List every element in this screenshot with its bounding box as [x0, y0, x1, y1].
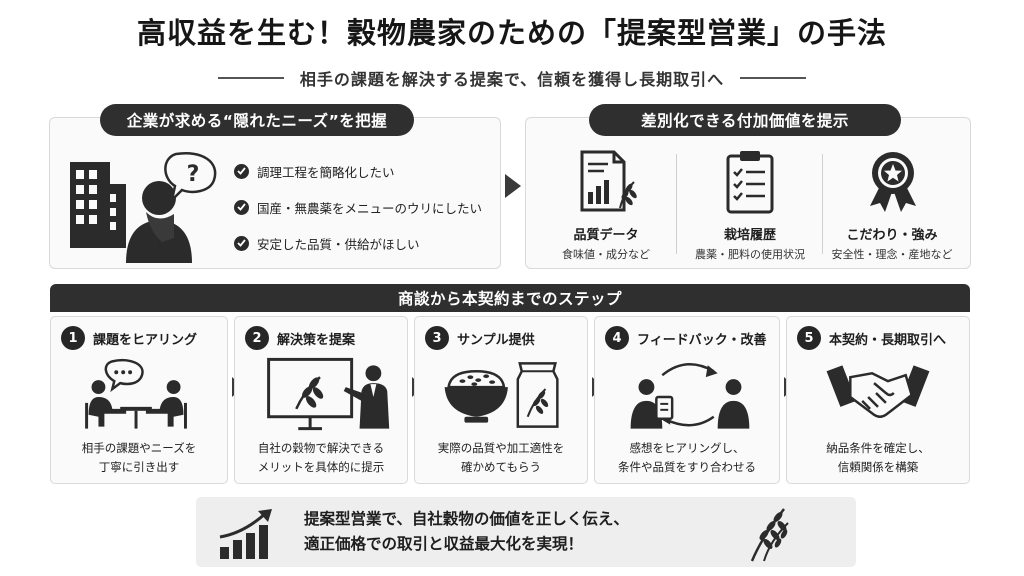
step-number: 5	[797, 326, 821, 350]
needs-panel: ? 調理工程を簡略化したい 国産・無農薬をメニューのウリにしたい 安定した品質・…	[49, 117, 501, 269]
summary-text: 提案型営業で、自社穀物の価値を正しく伝え、 適正価格での取引と収益最大化を実現！	[304, 507, 629, 557]
step-number: 4	[605, 326, 629, 350]
value-divider	[822, 154, 823, 254]
wheat-icon	[750, 508, 789, 562]
value-heading: 差別化できる付加価値を提示	[589, 104, 901, 136]
meeting-conversation-icon	[85, 358, 187, 429]
step-description: 相手の課題やニーズを 丁寧に引き出す	[51, 439, 227, 477]
step-header: 3 サンプル提供	[425, 326, 535, 350]
step-sample: 3 サンプル提供 実際の品質や加工適性を 確かめてもらう	[414, 316, 588, 484]
value-card-desc: 安全性・理念・産地など	[831, 248, 953, 261]
needs-item-label: 国産・無農薬をメニューのウリにしたい	[257, 200, 483, 216]
needs-item-label: 安定した品質・供給がほしい	[257, 236, 420, 252]
step-proposal: 2 解決策を提案 自社の穀物で解決できる メリットを具体的に提示	[234, 316, 408, 484]
step-desc-line: メリットを具体的に提示	[257, 460, 385, 474]
subtitle-rule-left	[217, 77, 284, 79]
needs-heading: 企業が求める“隠れたニーズ”を把握	[100, 104, 414, 136]
page-subtitle: 相手の課題を解決する提案で、信頼を獲得し長期取引へ	[299, 70, 725, 89]
step-header: 4 フィードバック・改善	[605, 326, 766, 350]
step-desc-line: 丁寧に引き出す	[98, 460, 180, 474]
value-card-desc: 食味値・成分など	[562, 248, 650, 261]
value-card-strength: こだわり・強み 安全性・理念・産地など	[822, 142, 962, 270]
arrow-right-icon	[505, 174, 521, 198]
summary-line: 提案型営業で、自社穀物の価値を正しく伝え、	[304, 510, 629, 528]
step-hearing: 1 課題をヒアリング 相手の課題やニーズを 丁寧に引き出す	[50, 316, 228, 484]
check-circle-icon	[234, 235, 249, 251]
page-title: 高収益を生む！穀物農家のための「提案型営業」の手法	[136, 16, 887, 50]
value-card-title: 栽培履歴	[723, 228, 776, 243]
step-label: 課題をヒアリング	[93, 332, 198, 348]
step-description: 感想をヒアリングし、 条件や品質をすり合わせる	[595, 439, 779, 477]
step-description: 自社の穀物で解決できる メリットを具体的に提示	[235, 439, 407, 477]
needs-item: 国産・無農薬をメニューのウリにしたい	[234, 198, 482, 216]
handshake-icon	[826, 365, 930, 418]
document-chart-icon	[580, 150, 637, 212]
needs-item-label: 調理工程を簡略化したい	[257, 164, 395, 180]
clipboard-checklist-icon	[726, 151, 774, 214]
check-circle-icon	[234, 163, 249, 179]
step-contract: 5 本契約・長期取引へ 納品条件を確定し、 信頼関係を構築	[786, 316, 970, 484]
step-desc-line: 確かめてもらう	[461, 460, 541, 474]
value-divider	[676, 154, 677, 254]
step-header: 2 解決策を提案	[245, 326, 355, 350]
step-label: 本契約・長期取引へ	[829, 332, 947, 348]
step-number: 2	[245, 326, 269, 350]
step-desc-line: 条件や品質をすり合わせる	[618, 460, 756, 474]
needs-list: 調理工程を簡略化したい 国産・無農薬をメニューのウリにしたい 安定した品質・供給…	[234, 162, 482, 270]
thinking-businessman-icon: ?	[70, 151, 217, 263]
step-number: 3	[425, 326, 449, 350]
step-desc-line: 納品条件を確定し、	[826, 441, 930, 455]
feedback-exchange-icon	[630, 363, 750, 429]
step-desc-line: 自社の穀物で解決できる	[257, 441, 385, 455]
subtitle-rule-right	[740, 77, 807, 79]
presentation-board-icon	[267, 357, 390, 431]
step-header: 5 本契約・長期取引へ	[797, 326, 946, 350]
step-label: 解決策を提案	[277, 332, 356, 348]
step-label: フィードバック・改善	[637, 332, 767, 348]
value-card-quality: 品質データ 食味値・成分など	[536, 142, 676, 270]
svg-text:?: ?	[187, 162, 200, 187]
value-card-history: 栽培履歴 農薬・肥料の使用状況	[680, 142, 820, 270]
step-desc-line: 感想をヒアリングし、	[629, 441, 745, 455]
needs-item: 安定した品質・供給がほしい	[234, 234, 482, 252]
subtitle-row: 相手の課題を解決する提案で、信頼を獲得し長期取引へ	[0, 66, 1024, 90]
step-description: 実際の品質や加工適性を 確かめてもらう	[415, 439, 587, 477]
step-description: 納品条件を確定し、 信頼関係を構築	[787, 439, 969, 477]
steps-heading: 商談から本契約までのステップ	[50, 284, 970, 312]
needs-item: 調理工程を簡略化したい	[234, 162, 482, 180]
step-desc-line: 信頼関係を構築	[837, 460, 919, 474]
rice-bowl-and-bag-icon	[444, 362, 559, 428]
value-card-desc: 農薬・肥料の使用状況	[695, 248, 805, 261]
growth-chart-icon	[219, 509, 272, 559]
step-desc-line: 実際の品質や加工適性を	[437, 441, 565, 455]
step-desc-line: 相手の課題やニーズを	[81, 441, 197, 455]
step-label: サンプル提供	[457, 332, 535, 348]
step-header: 1 課題をヒアリング	[61, 326, 197, 350]
summary-box: 提案型営業で、自社穀物の価値を正しく伝え、 適正価格での取引と収益最大化を実現！	[196, 497, 856, 567]
summary-line: 適正価格での取引と収益最大化を実現！	[304, 535, 584, 553]
award-ribbon-icon	[870, 152, 916, 212]
step-number: 1	[61, 326, 85, 350]
value-card-title: 品質データ	[573, 228, 639, 243]
check-circle-icon	[234, 199, 249, 215]
value-panel: 品質データ 食味値・成分など 栽培履歴 農薬・肥料の使用状況 こだわり・強み 安…	[525, 117, 971, 269]
step-feedback: 4 フィードバック・改善 感想をヒアリングし、 条件や品質をすり合わせる	[594, 316, 780, 484]
value-card-title: こだわり・強み	[846, 228, 938, 243]
